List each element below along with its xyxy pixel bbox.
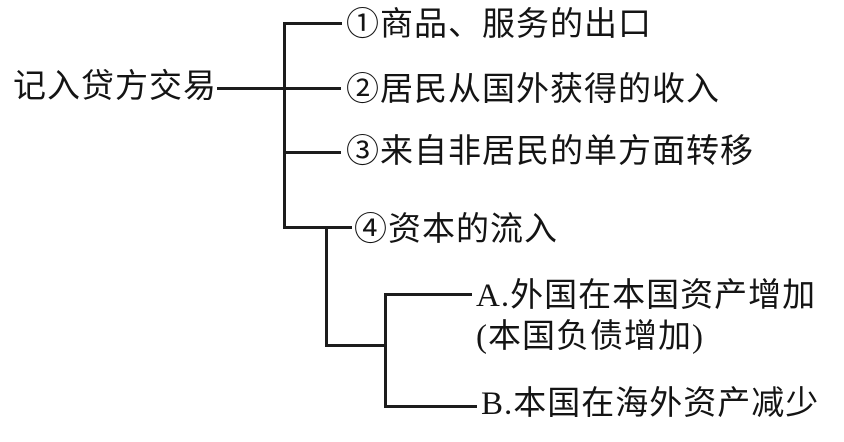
branch-4-drop-vertical-line <box>325 226 328 347</box>
sub-branch-a-label-line1: A.外国在本国资产增加 <box>476 278 817 314</box>
sub-branch-b-line <box>384 405 477 408</box>
sub-branch-b-label: B.本国在海外资产减少 <box>481 386 820 422</box>
root-connector-line <box>217 87 285 90</box>
sub-bracket-vertical-line <box>384 293 387 408</box>
sub-branch-a-label: A.外国在本国资产增加 (本国负债增加) <box>476 276 816 358</box>
sub-branch-a-line <box>384 293 472 296</box>
main-bracket-vertical-line <box>283 22 286 229</box>
branch-1-line <box>283 22 342 25</box>
branch-4-label: ④资本的流入 <box>354 212 558 248</box>
branch-3-line <box>283 151 341 154</box>
branch-2-label: ②居民从国外获得的收入 <box>346 72 720 108</box>
root-label: 记入贷方交易 <box>13 69 217 105</box>
sub-bracket-connector-line <box>325 344 387 347</box>
branch-2-line <box>283 87 341 90</box>
branch-1-label: ①商品、服务的出口 <box>346 7 652 43</box>
sub-branch-a-label-line2: (本国负债增加) <box>476 319 704 355</box>
branch-3-label: ③来自非居民的单方面转移 <box>346 134 754 170</box>
branch-4-line <box>283 226 352 229</box>
